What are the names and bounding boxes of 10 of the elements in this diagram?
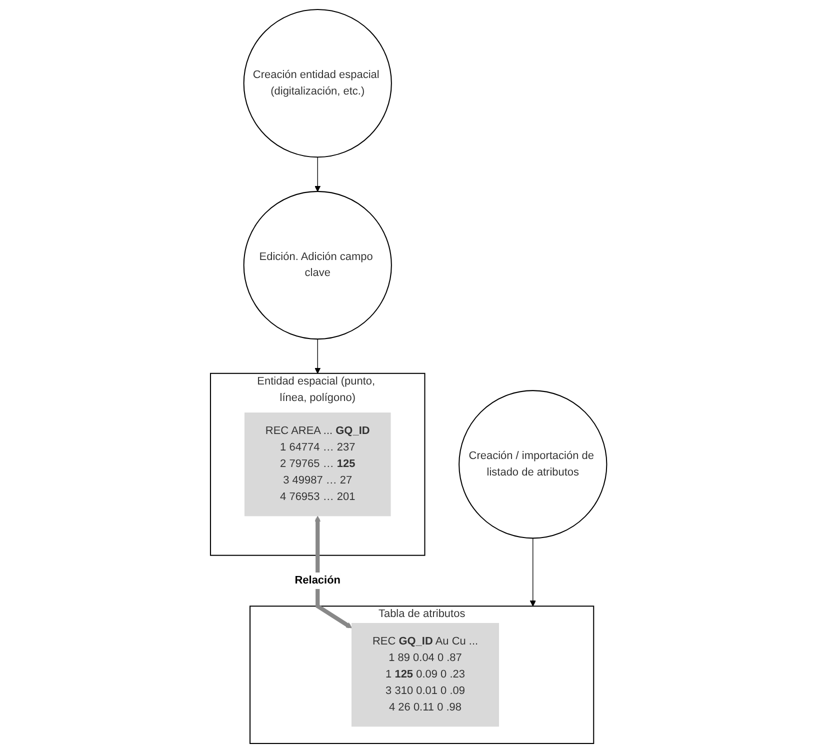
arrow	[315, 156, 322, 192]
arrow	[530, 537, 536, 606]
node-box: REC GQ_ID Au Cu ... 1 89 0.04 0 .87 1 125 0.09 0 .23 3 310 0.01 0 .09 4 26 0.11 0 .98	[352, 622, 500, 726]
node-circle: Creación entidad espacial (digitalización, etc.)	[244, 8, 392, 158]
arrow	[315, 515, 353, 628]
edge-label: Relación	[295, 574, 341, 586]
node-circle: Creación / importación de listado de atributos	[458, 390, 608, 538]
node-box: REC AREA ... GQ_ID 1 64774 … 237 2 79765 … 125 3 49987 … 27 4 76953 … 201	[244, 412, 392, 516]
arrow	[315, 338, 322, 374]
node-circle: Edición. Adición campo clave	[244, 190, 392, 340]
